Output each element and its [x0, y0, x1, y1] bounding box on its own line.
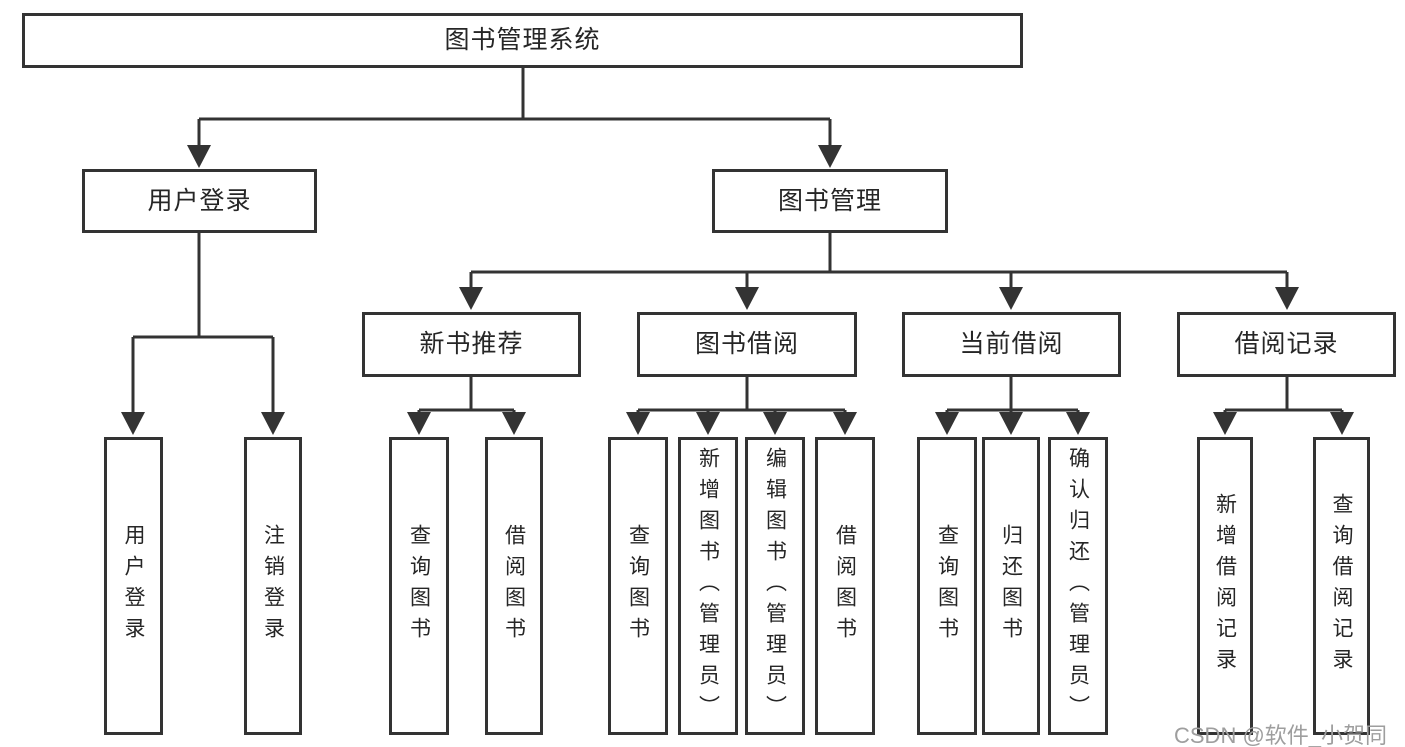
leaf-query-books-borrowing: 查询图书 [608, 437, 668, 735]
leaf-query-books-current: 查询图书 [917, 437, 977, 735]
node-book-management: 图书管理 [712, 169, 948, 233]
leaf-borrow-books-recommend: 借阅图书 [485, 437, 543, 735]
node-new-book-recommend: 新书推荐 [362, 312, 581, 377]
leaf-borrow-books-borrowing: 借阅图书 [815, 437, 875, 735]
leaf-add-borrow-record: 新增借阅记录 [1197, 437, 1253, 735]
arrowhead-icons [121, 145, 1354, 435]
node-current-borrowing: 当前借阅 [902, 312, 1121, 377]
leaf-user-login: 用户登录 [104, 437, 163, 735]
leaf-query-borrow-record: 查询借阅记录 [1313, 437, 1370, 735]
leaf-logout: 注销登录 [244, 437, 302, 735]
node-user-login: 用户登录 [82, 169, 317, 233]
leaf-query-books-recommend: 查询图书 [389, 437, 449, 735]
node-library-system: 图书管理系统 [22, 13, 1023, 68]
node-borrowing-records: 借阅记录 [1177, 312, 1396, 377]
node-book-borrowing: 图书借阅 [637, 312, 857, 377]
leaf-confirm-return-admin: 确认归还（管理员） [1048, 437, 1108, 735]
watermark-csdn: CSDN @软件_小贺同学 [1174, 723, 1388, 747]
leaf-return-books: 归还图书 [982, 437, 1040, 735]
leaf-add-books-admin: 新增图书（管理员） [678, 437, 738, 735]
leaf-edit-books-admin: 编辑图书（管理员） [745, 437, 805, 735]
